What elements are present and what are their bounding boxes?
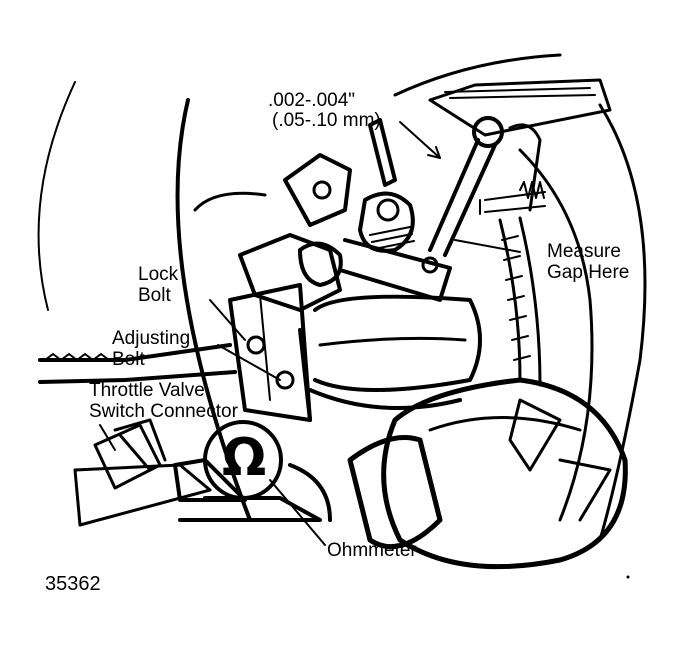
air-intake-duct [347,377,628,570]
cable-sleeve [498,216,542,387]
throttle-connector-label-line2: Switch Connector [89,401,238,422]
adjusting-bolt-label-line2: Bolt [112,349,145,370]
throttle-switch-connector [73,418,212,527]
adjusting-bolt-label-line1: Adjusting [112,328,191,349]
ohm-symbol-glyph: Ω [222,428,267,488]
spring [479,181,546,215]
throttle-connector-label-line1: Throttle Valve [89,380,205,401]
leader-lines [99,121,521,546]
measure-gap-label-line1: Measure [547,241,621,262]
ohmmeter-label: Ohmmeter [327,540,417,561]
gap-spec-inches-label: .002-.004" [268,90,356,111]
figure-number: 35362 [45,573,101,595]
housing-arcs [37,53,647,542]
lock-bolt-label-line2: Bolt [138,285,171,306]
measure-gap-label-line2: Gap Here [547,262,630,283]
ohmmeter-meter [173,420,332,522]
throttle-body [228,118,482,422]
gap-spec-mm-label: (.05-.10 mm) [272,110,381,131]
stray-dot [626,575,630,579]
linkage-arm [428,78,612,257]
bolts [246,256,439,390]
left-hose [38,343,237,384]
lock-bolt-label-line1: Lock [138,264,179,285]
